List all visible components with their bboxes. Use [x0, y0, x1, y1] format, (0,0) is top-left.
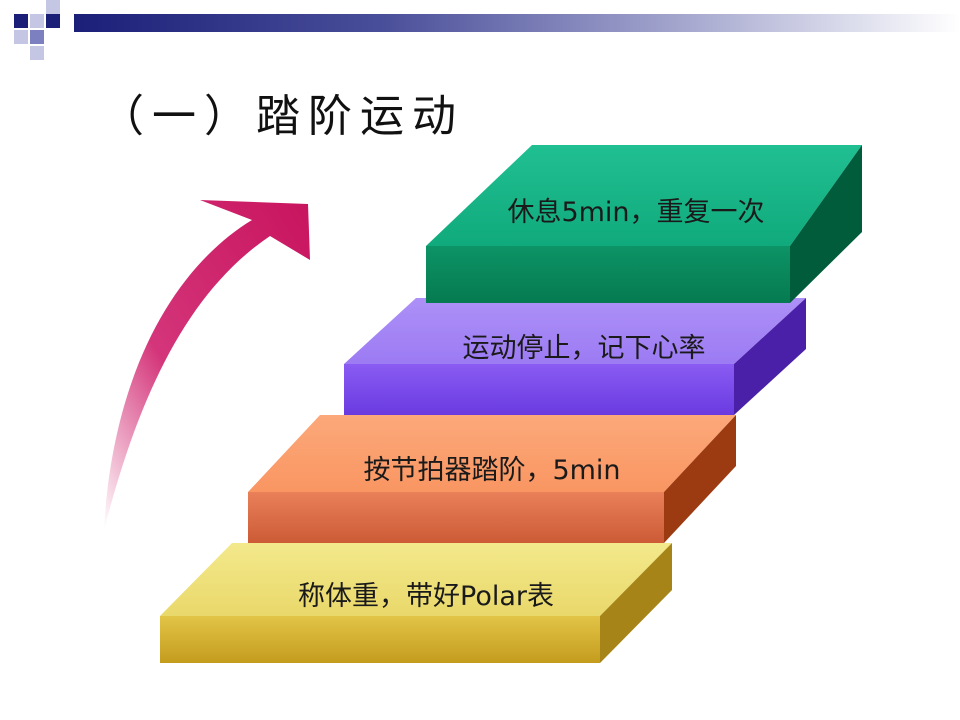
page-title: （一）踏阶运动 — [100, 91, 464, 142]
header-bar — [74, 14, 960, 32]
step-3-top-face — [344, 298, 806, 364]
header-square-mid — [46, 0, 60, 14]
step-2-front-face — [248, 492, 664, 543]
header-square-dark-2 — [46, 14, 60, 28]
step-3-front-face — [344, 364, 734, 415]
header-square-light — [30, 14, 44, 28]
header-square-mid-2 — [30, 30, 44, 44]
step-2-label: 按节拍器踏阶，5min — [363, 455, 621, 486]
step-4-block — [426, 145, 862, 303]
step-4-side-face — [790, 145, 862, 303]
step-3-block — [344, 298, 806, 415]
step-1-label: 称体重，带好Polar表 — [298, 581, 554, 612]
step-3-label: 运动停止，记下心率 — [462, 333, 706, 364]
header-square-light-2 — [14, 30, 28, 44]
step-2-top-face — [248, 415, 736, 492]
step-4-top-face — [426, 145, 862, 246]
step-1-side-face — [600, 543, 672, 663]
header-square-dark — [14, 14, 28, 28]
step-1-top-face — [160, 543, 672, 616]
step-1-front-face — [160, 616, 600, 663]
step-1-block — [160, 543, 672, 663]
step-3-side-face — [734, 298, 806, 415]
header-square-light-3 — [30, 46, 44, 60]
step-4-label: 休息5min，重复一次 — [507, 197, 765, 228]
step-2-block — [248, 415, 736, 543]
upward-curved-arrow — [104, 200, 310, 530]
step-2-side-face — [664, 415, 736, 543]
step-4-front-face — [426, 246, 790, 303]
